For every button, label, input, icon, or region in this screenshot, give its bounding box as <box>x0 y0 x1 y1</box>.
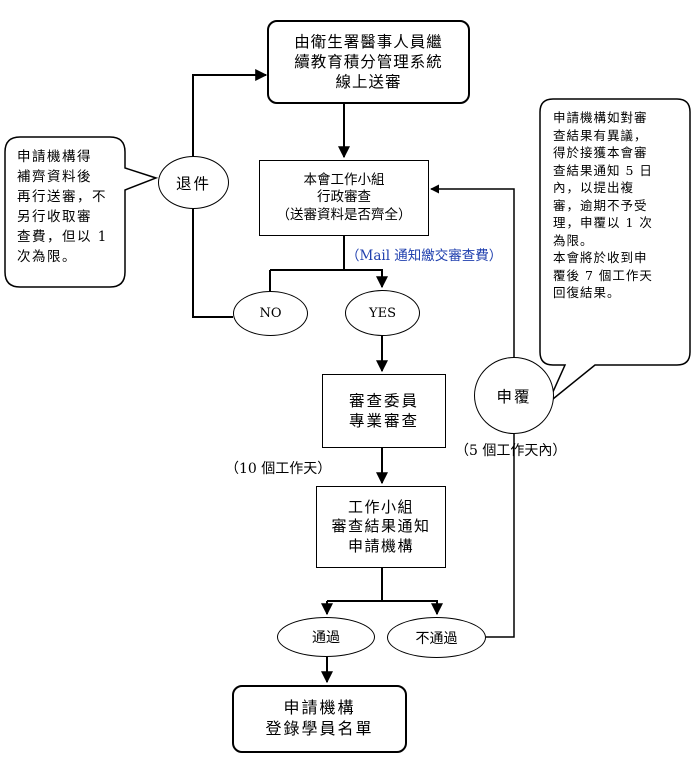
admin-review-box: 本會工作小組 行政審查 （送審資料是否齊全） <box>259 160 429 236</box>
register-roster-box: 申請機構 登錄學員名單 <box>232 685 407 753</box>
appeal-circle: 申覆 <box>474 357 554 434</box>
mail-fee-notice: （Mail 通知繳交審查費） <box>346 248 503 264</box>
result-notification-box: 工作小組 審查結果通知 申請機構 <box>316 486 446 568</box>
expert-review-box: 審查委員 專業審查 <box>322 374 446 448</box>
yes-decision: YES <box>345 290 420 336</box>
ten-working-days-label: （10 個工作天） <box>225 461 332 477</box>
pass-decision: 通過 <box>277 617 375 657</box>
appeal-note-bubble <box>539 98 691 404</box>
fail-decision: 不通過 <box>387 617 486 658</box>
appeal-rule-note-text: 申請機構如對審 查結果有異議， 得於接獲本會審 查結果通知 5 日 內，以提出複… <box>553 110 653 300</box>
returned-circle: 退件 <box>158 156 229 209</box>
resubmit-note-bubble <box>4 136 159 288</box>
resubmit-note-text: 申請機構得 補齊資料後 再行送審，不 另行收取審 查費，但以 1 次為限。 <box>17 149 108 265</box>
online-submission-box: 由衛生署醫事人員繼 續教育積分管理系統 線上送審 <box>267 20 470 104</box>
five-working-days-label: （5 個工作天內） <box>455 443 567 459</box>
no-decision: NO <box>233 291 308 336</box>
